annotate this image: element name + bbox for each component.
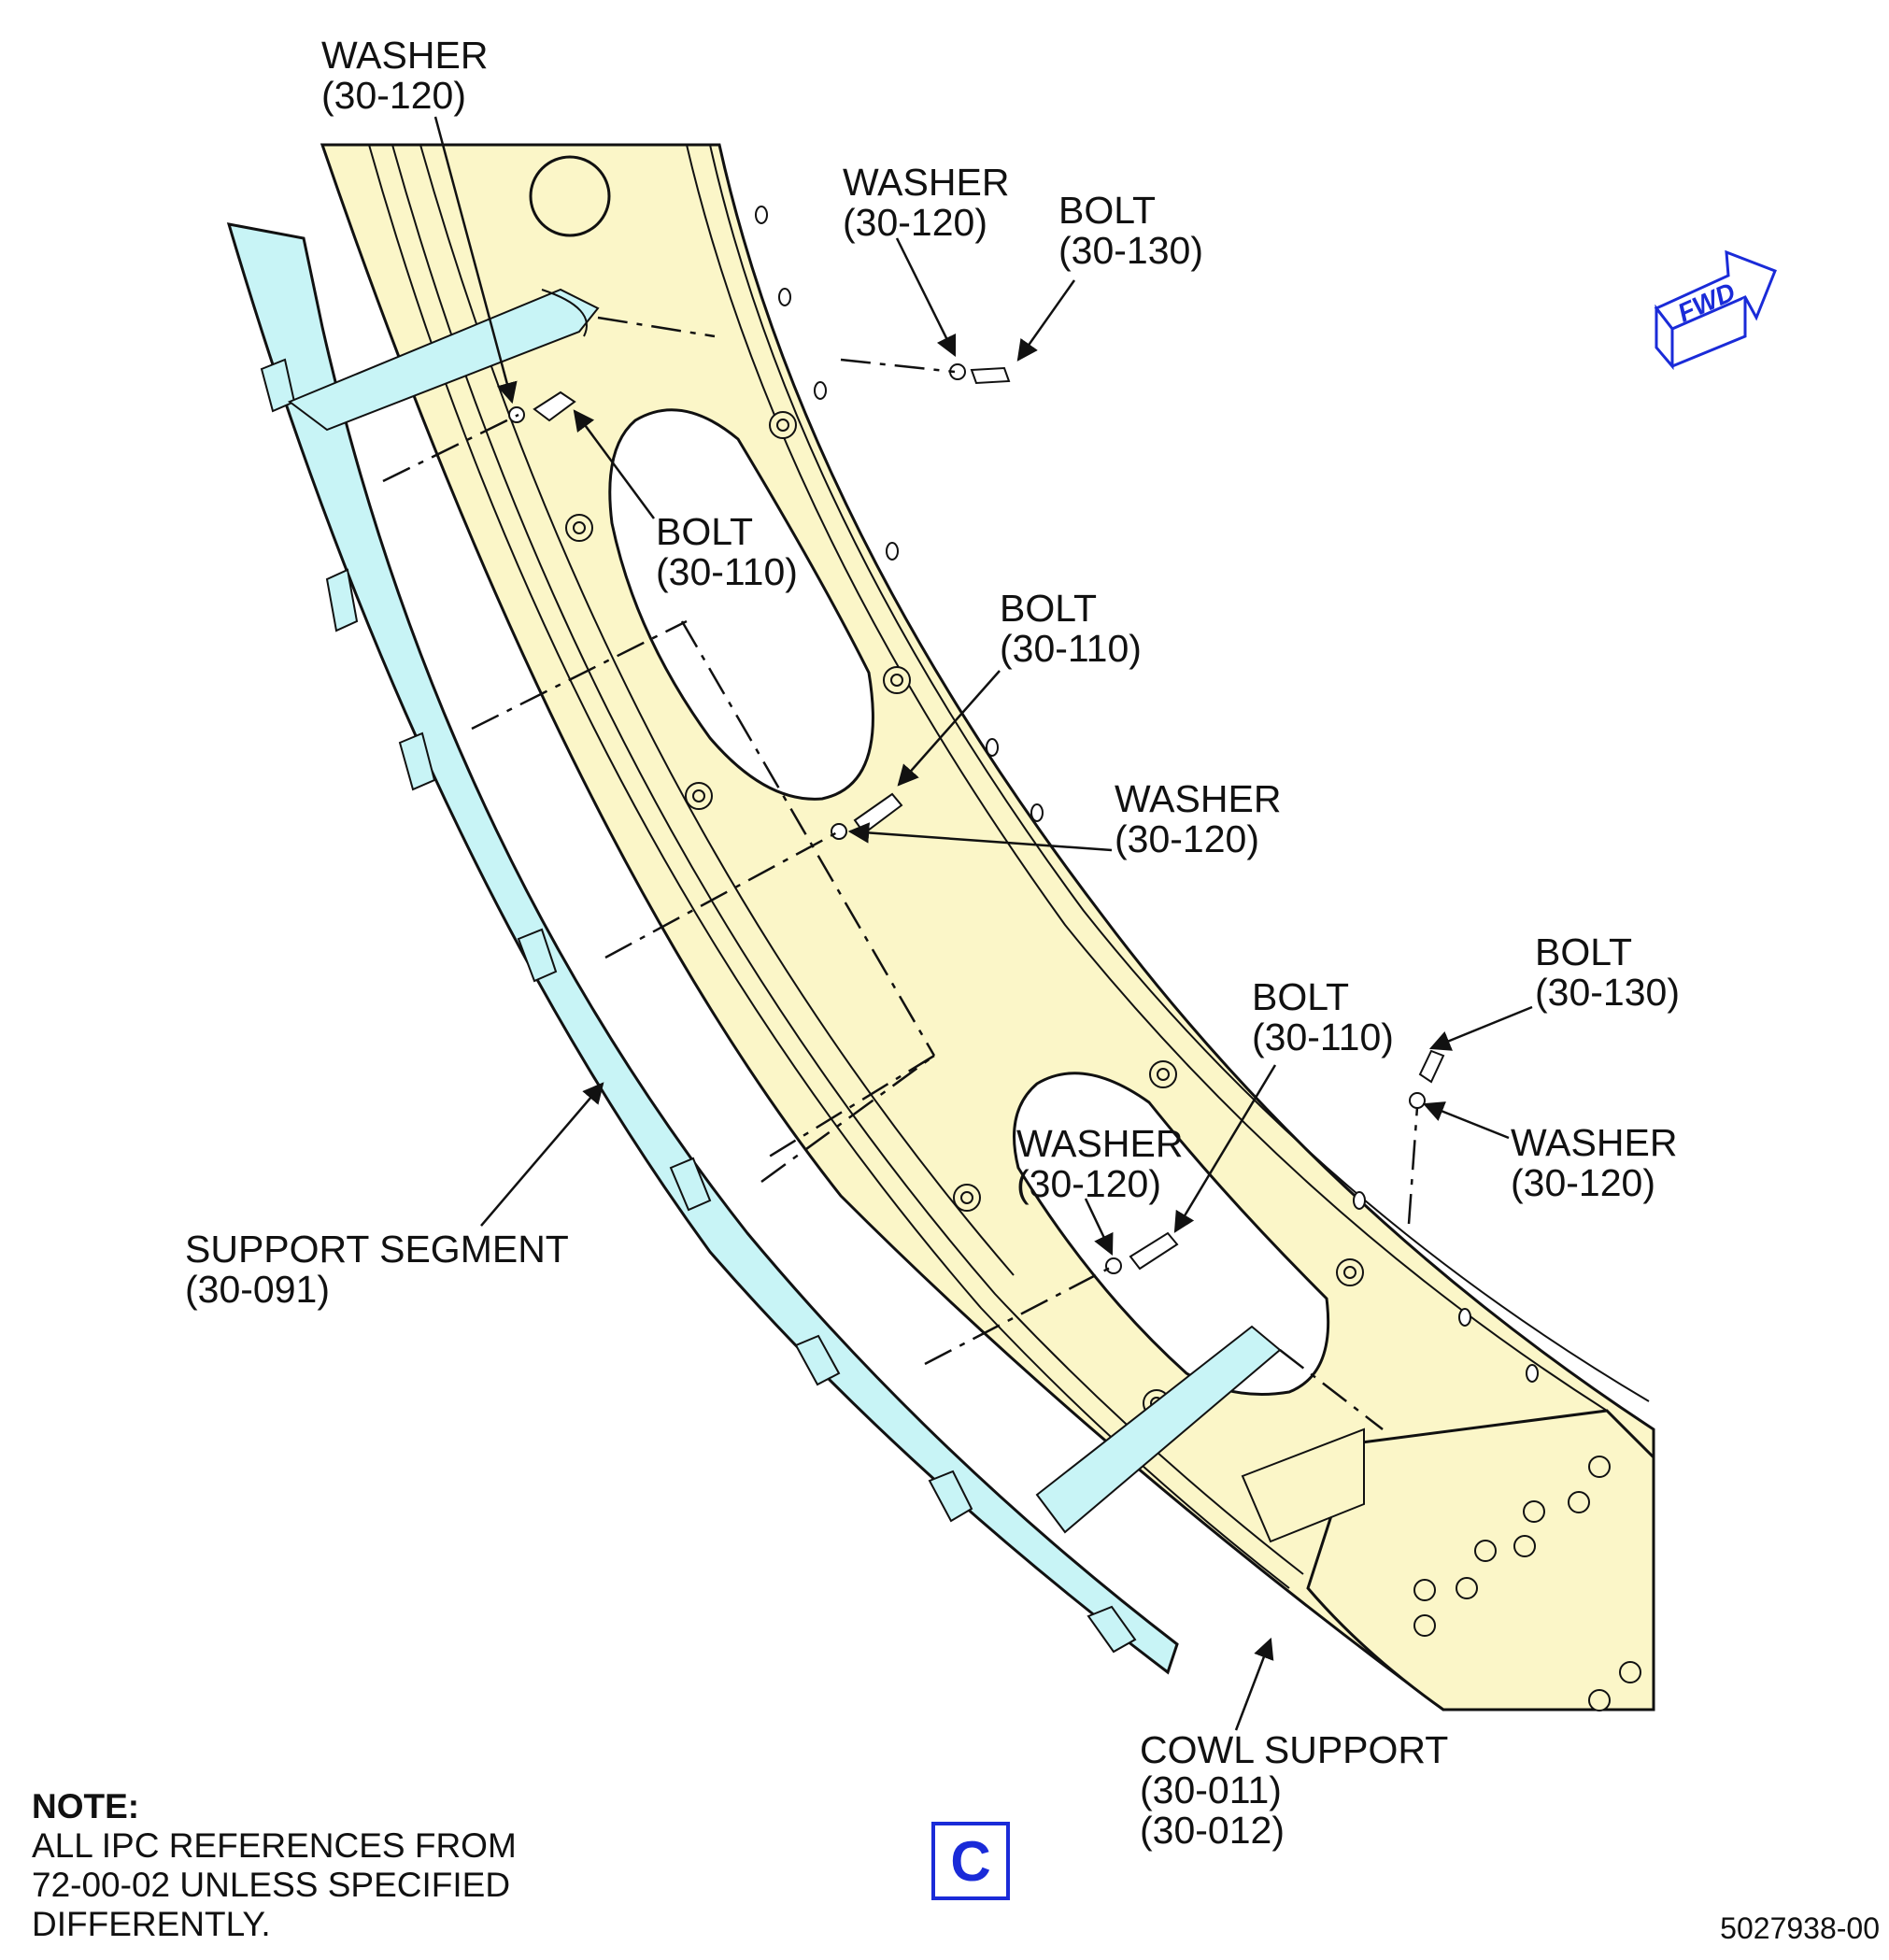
callout-ref: (30-120) bbox=[843, 201, 987, 244]
note-line: 72-00-02 UNLESS SPECIFIED bbox=[32, 1866, 511, 1904]
callout-ref: (30-120) bbox=[1511, 1161, 1655, 1204]
callout-bolt-middle: BOLT (30-110) bbox=[1000, 589, 1142, 669]
callout-bolt-lower-right: BOLT (30-130) bbox=[1535, 932, 1680, 1013]
leader-lines bbox=[433, 116, 1533, 1731]
callout-washer-middle: WASHER (30-120) bbox=[1115, 779, 1281, 859]
callout-ref: (30-120) bbox=[1115, 817, 1259, 860]
callout-bolt-upper: BOLT (30-110) bbox=[656, 512, 798, 592]
callout-name: WASHER bbox=[1016, 1122, 1184, 1165]
callout-washer-top-left: WASHER (30-120) bbox=[321, 36, 488, 116]
callout-ref: (30-120) bbox=[1016, 1162, 1161, 1205]
callout-washer-lower-right: WASHER (30-120) bbox=[1511, 1123, 1677, 1203]
callout-name: BOLT bbox=[656, 510, 754, 553]
callout-ref: (30-110) bbox=[656, 550, 798, 593]
callout-bolt-top-right: BOLT (30-130) bbox=[1058, 191, 1203, 271]
cowl-support-frame bbox=[320, 143, 1655, 1711]
callout-washer-top: WASHER (30-120) bbox=[843, 163, 1009, 243]
callout-ref: (30-130) bbox=[1058, 229, 1203, 272]
callout-bolt-lower: BOLT (30-110) bbox=[1252, 977, 1394, 1058]
callout-name: BOLT bbox=[1252, 975, 1350, 1018]
callout-support-segment: SUPPORT SEGMENT (30-091) bbox=[185, 1229, 569, 1310]
callout-ref-2: (30-012) bbox=[1140, 1809, 1285, 1852]
callout-name: WASHER bbox=[843, 161, 1010, 204]
note-line: DIFFERENTLY. bbox=[32, 1905, 271, 1943]
support-segment-part bbox=[226, 222, 1282, 1675]
callout-ref: (30-110) bbox=[1000, 627, 1142, 670]
callout-ref: (30-011) bbox=[1140, 1768, 1282, 1811]
note-line: ALL IPC REFERENCES FROM bbox=[32, 1826, 517, 1865]
note-title: NOTE: bbox=[32, 1787, 140, 1825]
view-letter-box: C bbox=[931, 1822, 1010, 1900]
callout-name: COWL SUPPORT bbox=[1140, 1728, 1449, 1771]
drawing-number: 5027938-00 bbox=[1720, 1911, 1880, 1945]
callout-ref: (30-110) bbox=[1252, 1016, 1394, 1058]
callout-ref: (30-091) bbox=[185, 1268, 330, 1311]
callout-cowl-support: COWL SUPPORT (30-011) (30-012) bbox=[1140, 1730, 1448, 1851]
note-block: NOTE: ALL IPC REFERENCES FROM 72-00-02 U… bbox=[32, 1787, 517, 1944]
callout-name: WASHER bbox=[1115, 777, 1282, 820]
callout-name: BOLT bbox=[1058, 189, 1157, 232]
fwd-arrow-icon bbox=[1654, 249, 1777, 371]
callout-name: BOLT bbox=[1535, 930, 1633, 973]
callout-name: WASHER bbox=[1511, 1121, 1678, 1164]
callout-name: WASHER bbox=[321, 34, 489, 77]
callout-washer-lower: WASHER (30-120) bbox=[1016, 1124, 1183, 1204]
callout-name: SUPPORT SEGMENT bbox=[185, 1228, 569, 1271]
callout-ref: (30-130) bbox=[1535, 971, 1680, 1014]
callout-ref: (30-120) bbox=[321, 74, 466, 117]
callout-name: BOLT bbox=[1000, 587, 1098, 630]
assembly-centerlines bbox=[382, 316, 1419, 1430]
